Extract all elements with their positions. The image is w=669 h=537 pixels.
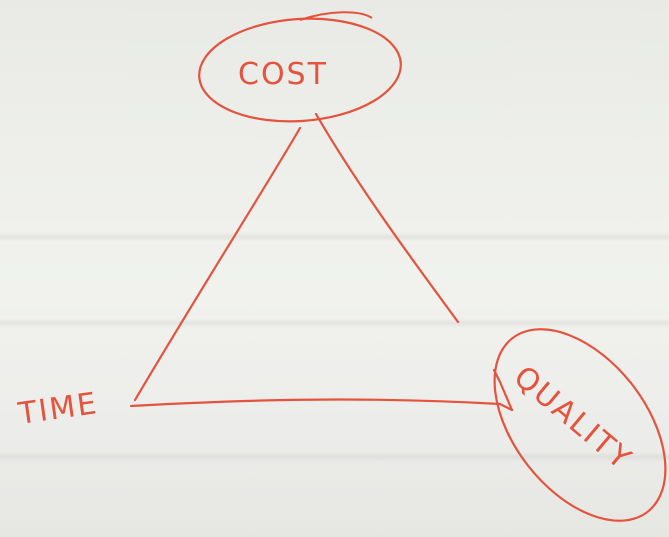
paper-fold	[0, 318, 669, 328]
triangle-base-edge	[129, 398, 514, 412]
triangle-right-edge	[314, 112, 460, 324]
paper-fold	[0, 452, 669, 462]
triangle	[129, 112, 514, 412]
cost-circle	[198, 17, 402, 123]
triangle-quality-corner	[492, 368, 514, 412]
cost-circle-overlap	[299, 11, 373, 21]
paper-fold	[0, 232, 669, 242]
time-label: TIME	[15, 386, 100, 432]
triangle-left-edge	[133, 126, 302, 402]
quality-label: QUALITY	[507, 359, 639, 477]
cost-label: COST	[238, 57, 328, 92]
quality-circle	[493, 328, 667, 522]
